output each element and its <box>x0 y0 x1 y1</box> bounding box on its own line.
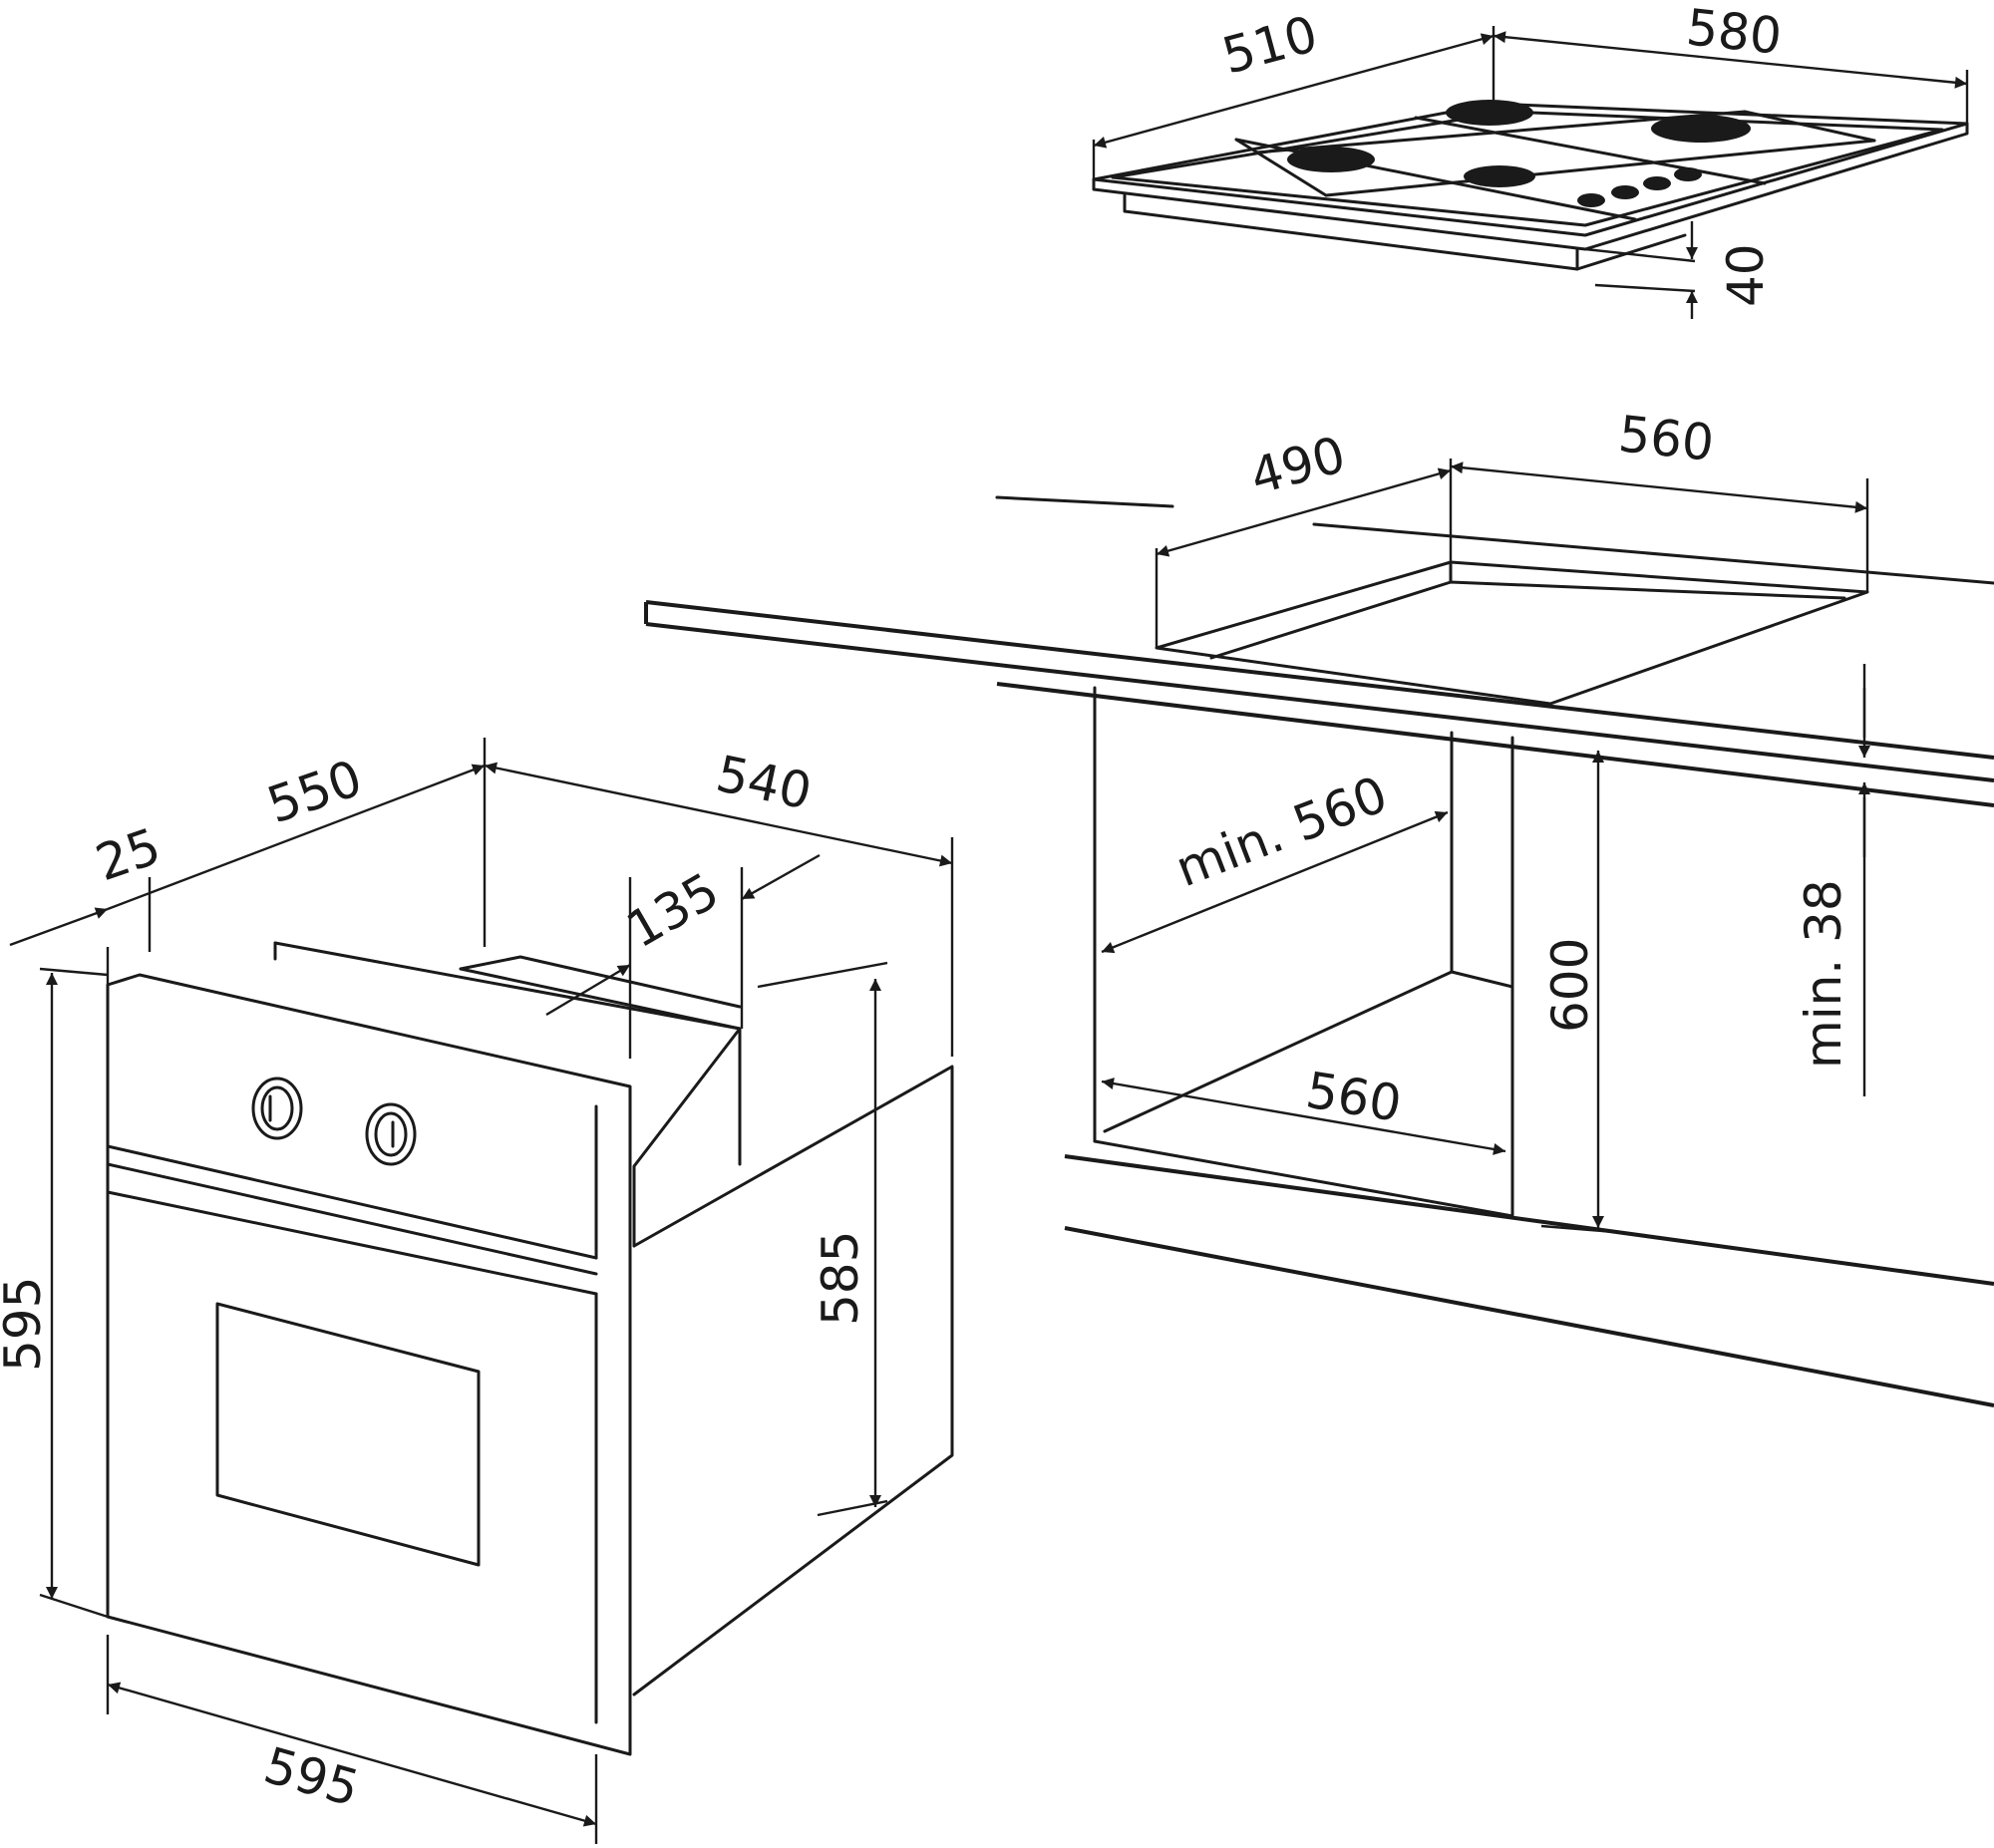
oven-drawing <box>106 941 954 1756</box>
hob-body-side <box>1575 233 1687 271</box>
dim-niche-depth-line <box>1101 810 1449 954</box>
dim-cutout-depth: 490 <box>1244 426 1351 506</box>
extension-line <box>1594 283 1696 293</box>
dim-oven-width: 595 <box>258 1736 366 1818</box>
dim-niche-width: 560 <box>1302 1062 1405 1133</box>
dim-worktop-thickness: min. 38 <box>1795 879 1852 1069</box>
cabinet-dimensions: 490 560 min. 560 560 600 min. 38 <box>1101 405 1870 1234</box>
dim-oven-body-depth: 550 <box>260 749 369 834</box>
hob-knob-icon <box>1674 167 1702 181</box>
cutout-inner-edge <box>1209 580 1846 660</box>
oven-knob-icon <box>374 1111 408 1157</box>
hob-knob-icon <box>1611 185 1639 199</box>
extension-line <box>1540 1224 1616 1234</box>
oven-knob-icon <box>260 1085 294 1131</box>
oven-rear-step <box>459 955 742 1009</box>
hob-grate-line <box>1324 139 1876 197</box>
worktop-rear-edge <box>1312 522 1994 585</box>
dim-hob-height: 40 <box>1717 243 1775 307</box>
oven-top-shelf <box>273 941 742 1248</box>
dim-rear-step-line <box>545 963 631 1017</box>
oven-dimensions: 25 550 540 135 595 585 595 <box>0 738 954 1844</box>
hob-grate-edge <box>1743 110 1876 143</box>
worktop-bottom-edge <box>996 682 1994 807</box>
dim-oven-rear-step: 135 <box>617 861 729 959</box>
dim-hob-width: 580 <box>1684 0 1785 66</box>
oven-door-top <box>106 1162 598 1276</box>
hob-burner-icon <box>1651 115 1751 143</box>
hob-glass-top <box>1092 102 1969 237</box>
hob-grate-line <box>1234 138 1637 221</box>
hob-knob-icon <box>1643 176 1671 190</box>
dim-niche-height: 600 <box>1541 938 1599 1033</box>
extension-line <box>39 1593 109 1619</box>
dim-cutout-width: 560 <box>1616 405 1717 472</box>
hob-dimensions: 510 40 580 40 <box>1092 0 1969 319</box>
dim-cutout-depth-line <box>1156 467 1452 557</box>
hob-drawing <box>1092 100 1969 271</box>
oven-rear-box-top <box>459 967 742 1031</box>
oven-front-panel <box>106 973 632 1756</box>
hob-grate-edge <box>1234 138 1328 197</box>
niche-back-floor <box>1450 970 1514 989</box>
dim-niche-width-line <box>1101 1078 1506 1155</box>
oven-window <box>215 1302 481 1567</box>
hob-burner-icon <box>1464 165 1535 187</box>
oven-body-side <box>632 1065 954 1696</box>
dim-body-depth-line <box>107 764 486 911</box>
dim-oven-top-depth: 540 <box>712 745 817 821</box>
worktop-front-edge <box>645 622 1994 782</box>
dim-hob-depth: 510 <box>1216 5 1323 86</box>
dim-hob-width-line <box>1493 31 1968 89</box>
dim-offset-line <box>9 907 109 947</box>
hob-knob-icon <box>1577 193 1605 207</box>
dim-rear-step-line <box>741 853 821 901</box>
oven-control-panel-bottom <box>106 1144 598 1260</box>
dim-oven-body-height: 585 <box>812 1231 869 1326</box>
base-plinth-top <box>1064 1154 1994 1286</box>
extension-line <box>39 967 109 977</box>
dim-hob-depth-line <box>1093 33 1495 149</box>
hob-burner-icon <box>1287 147 1375 172</box>
hob-body-box <box>1123 191 1579 271</box>
extension-line <box>757 961 888 989</box>
worktop-rear-edge <box>995 495 1174 508</box>
dim-oven-offset: 25 <box>89 817 167 893</box>
extension-line <box>1584 247 1696 263</box>
dim-cutout-width-line <box>1450 462 1868 513</box>
dim-top-depth-line <box>484 762 953 867</box>
worktop-front-top-edge <box>645 600 1994 760</box>
dim-oven-height: 595 <box>0 1277 52 1372</box>
oven-door-top-edge <box>106 1190 598 1296</box>
niche-floor-front <box>1093 1139 1514 1218</box>
base-plinth-bottom <box>1064 1226 1994 1407</box>
hob-burner-icon <box>1446 100 1533 126</box>
dim-oven-width-line <box>107 1682 597 1827</box>
